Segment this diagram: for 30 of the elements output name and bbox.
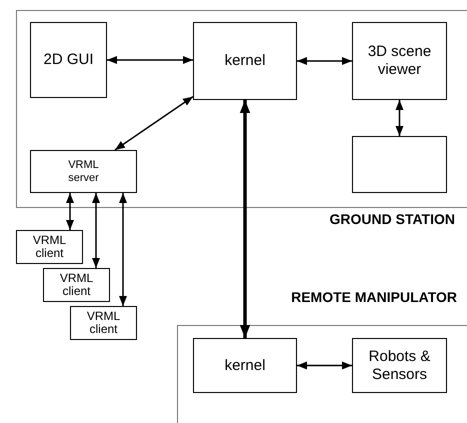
arrow	[396, 100, 404, 136]
arrow	[114, 96, 194, 151]
arrow	[297, 362, 352, 370]
box-label: VRML client	[58, 272, 94, 298]
box-label: VRML client	[32, 234, 68, 260]
box-label: kernel	[224, 52, 266, 70]
box-label: kernel	[224, 356, 266, 374]
box-label: VRML client	[86, 310, 122, 336]
panel-heading: REMOTE MANIPULATOR	[291, 290, 457, 304]
arrow	[66, 193, 74, 230]
client-box	[70, 306, 137, 340]
process-box	[30, 150, 137, 193]
process-box	[193, 22, 297, 100]
box-label: VRML server	[67, 158, 100, 184]
arrow	[240, 100, 250, 338]
arrow	[297, 57, 352, 65]
client-box	[43, 268, 110, 302]
empty-box	[352, 136, 447, 193]
arrow	[92, 193, 100, 268]
box-label: 3D scene viewer	[366, 43, 432, 79]
process-box	[352, 338, 447, 393]
process-box	[30, 22, 107, 98]
box-label: Robots & Sensors	[368, 348, 432, 384]
client-box	[16, 230, 83, 264]
arrow	[107, 56, 193, 64]
arrow	[119, 193, 127, 306]
box-label: 2D GUI	[42, 51, 94, 69]
panel-heading: GROUND STATION	[330, 212, 455, 226]
process-box	[193, 338, 297, 393]
process-box	[352, 22, 447, 100]
